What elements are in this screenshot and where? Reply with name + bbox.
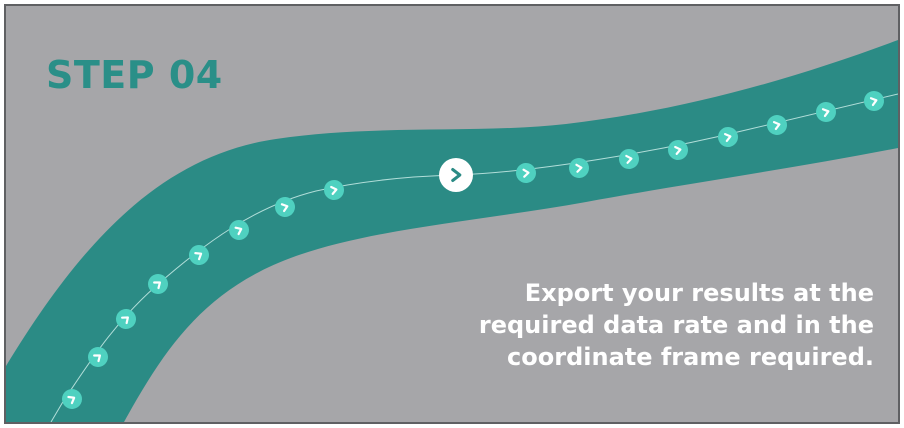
track-line [50, 93, 898, 422]
step-title: STEP 04 [46, 53, 223, 97]
track-marker [816, 102, 836, 122]
chevron-right-icon [625, 154, 633, 164]
step-panel: STEP 04 Export your results at the requi… [4, 4, 900, 424]
chevron-right-icon [451, 168, 462, 182]
chevron-right-icon [575, 163, 583, 173]
track-marker-circle [668, 140, 688, 160]
track-marker [516, 163, 536, 183]
current-step-marker [439, 158, 473, 192]
track-marker-circle [516, 163, 536, 183]
chevron-right-icon [772, 121, 781, 131]
track-marker [62, 389, 82, 409]
step-caption: Export your results at the required data… [454, 277, 874, 373]
track-marker [275, 197, 295, 217]
track-marker [718, 127, 738, 147]
track-marker [569, 158, 589, 178]
track-marker [324, 180, 344, 200]
chevron-right-icon [280, 203, 289, 213]
track-marker [229, 220, 249, 240]
track-marker-circle [275, 197, 295, 217]
chevron-right-icon [194, 252, 203, 261]
caption-line-1: Export your results at the [524, 279, 874, 307]
track-marker [148, 274, 168, 294]
track-marker [116, 309, 136, 329]
track-marker-circle [116, 309, 136, 329]
chevron-right-icon [93, 354, 102, 363]
track-marker [619, 149, 639, 169]
track-marker-circle [88, 347, 108, 367]
chevron-right-icon [821, 108, 830, 118]
track-marker-circle [619, 149, 639, 169]
track-marker-circle [324, 180, 344, 200]
track-marker-circle [767, 115, 787, 135]
track-marker-circle [148, 274, 168, 294]
track-marker [88, 347, 108, 367]
chevron-right-icon [869, 97, 878, 107]
track-marker-circle [816, 102, 836, 122]
chevron-right-icon [522, 168, 530, 178]
track-markers [62, 91, 884, 409]
track-marker [189, 245, 209, 265]
track-marker-circle [718, 127, 738, 147]
caption-line-2: required data rate and in the [478, 311, 874, 339]
track-marker-circle [569, 158, 589, 178]
chevron-right-icon [67, 395, 76, 405]
caption-line-3: coordinate frame required. [507, 343, 874, 371]
track-marker-circle [62, 389, 82, 409]
road-band [6, 40, 898, 422]
chevron-right-icon [330, 185, 338, 195]
track-marker-circle [189, 245, 209, 265]
chevron-right-icon [674, 145, 682, 155]
chevron-right-icon [121, 316, 129, 325]
chevron-right-icon [234, 226, 243, 236]
current-step-marker-circle [439, 158, 473, 192]
chevron-right-icon [724, 133, 732, 143]
track-marker [668, 140, 688, 160]
road-path [6, 40, 898, 422]
track-marker [767, 115, 787, 135]
track-marker [864, 91, 884, 111]
chevron-right-icon [153, 281, 162, 290]
track-marker-circle [864, 91, 884, 111]
track-marker-circle [229, 220, 249, 240]
